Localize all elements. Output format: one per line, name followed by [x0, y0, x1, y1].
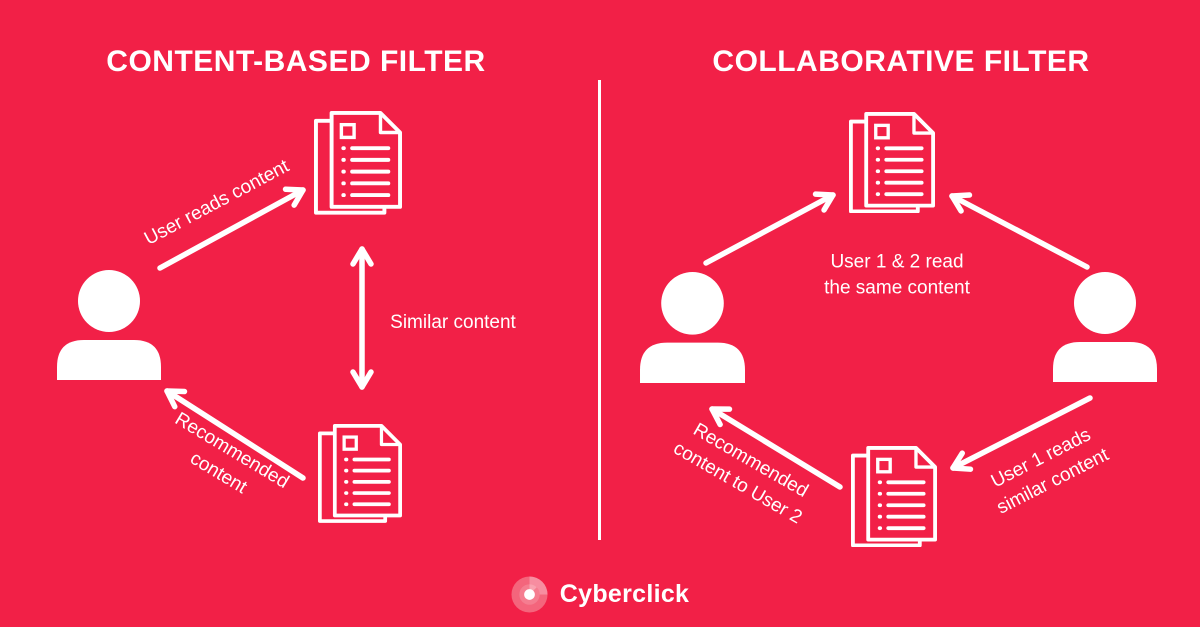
arrow-user1-2-read-same	[703, 191, 836, 266]
logo-text: Cyberclick	[559, 580, 690, 608]
arrow-recommended-to-user2	[709, 406, 843, 490]
panel-divider	[598, 80, 601, 540]
person-icon	[640, 272, 745, 384]
arrow-recommended-content	[164, 388, 306, 481]
arrow-user2-reads-same	[949, 192, 1090, 270]
person-icon	[57, 270, 161, 380]
document-stack-icon	[314, 111, 402, 215]
left-panel-title: CONTENT-BASED FILTER	[106, 45, 486, 78]
right-panel-title: COLLABORATIVE FILTER	[712, 45, 1090, 78]
person-icon	[1053, 272, 1157, 382]
document-stack-icon	[318, 424, 402, 523]
label-similar-content: Similar content	[390, 312, 516, 334]
arrow-user1-reads-similar	[950, 395, 1093, 472]
cyberclick-logo-icon	[511, 576, 548, 613]
arrow-user-reads-content	[157, 186, 306, 271]
document-stack-icon	[849, 112, 935, 214]
footer-logo: Cyberclick	[0, 576, 1200, 613]
label-users-read-same-content: User 1 & 2 read the same content	[824, 251, 970, 298]
document-stack-icon	[851, 446, 937, 548]
